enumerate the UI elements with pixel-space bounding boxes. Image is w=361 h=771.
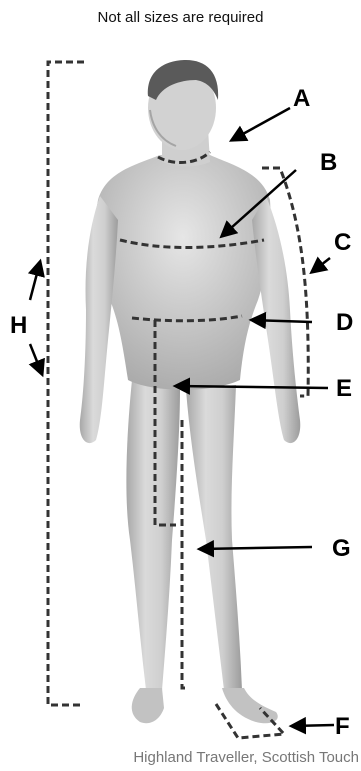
arrow-h-down	[30, 344, 42, 374]
label-h: H	[10, 312, 27, 339]
label-f: F	[335, 713, 350, 740]
label-c: C	[334, 229, 351, 256]
label-a: A	[293, 85, 310, 112]
measure-g-inside-leg-line	[182, 420, 188, 688]
label-g: G	[332, 535, 351, 562]
label-b: B	[320, 149, 337, 176]
human-figure	[80, 60, 301, 723]
arrow-f	[292, 725, 334, 726]
arrow-d	[252, 320, 312, 322]
measure-h-height-line	[48, 62, 84, 705]
label-d: D	[336, 309, 353, 336]
arrow-h-up	[30, 262, 40, 300]
credit-text: Highland Traveller, Scottish Touch	[0, 749, 361, 766]
label-e: E	[336, 375, 352, 402]
arrow-a	[232, 108, 290, 140]
arrow-c	[312, 258, 330, 272]
